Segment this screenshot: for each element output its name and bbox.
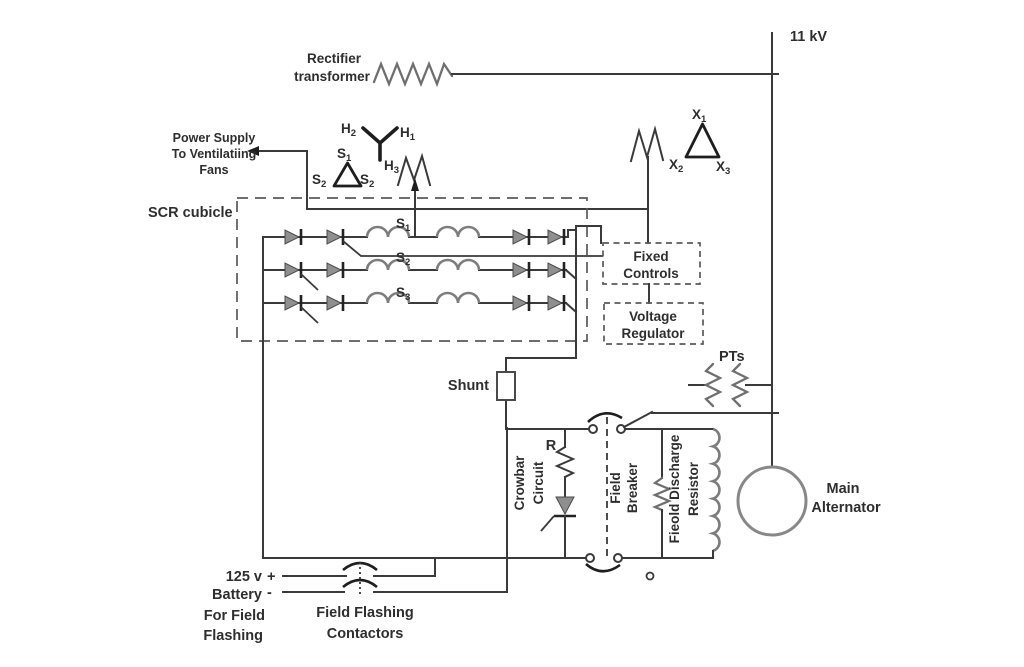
alternator-label-1: Main — [826, 481, 859, 497]
scr-icon — [512, 295, 529, 311]
main-alternator: Main Alternator — [736, 465, 881, 537]
s-delta-left-label: S2 — [312, 172, 326, 190]
scr-bridge-row-3: S3 — [262, 285, 578, 324]
rectifier-transformer: Rectifier transformer — [294, 51, 779, 88]
scr-icon — [326, 262, 343, 278]
delta-s-winding-symbol: S1 S2 S2 — [312, 146, 374, 190]
crowbar-circuit: R Crowbar Circuit — [512, 428, 576, 559]
transformer-winding-symbol — [372, 60, 454, 88]
field-discharge-resistor: Fieold Discharge Resistor — [652, 428, 701, 559]
delta-x-winding-symbol: X1 X2 X3 — [629, 107, 730, 244]
scr-icon — [512, 229, 529, 245]
shunt-symbol — [496, 371, 516, 401]
rectifier-transformer-label-1: Rectifier — [307, 51, 362, 66]
crowbar-label-1: Crowbar — [512, 455, 527, 511]
s-delta-top-label: S1 — [337, 146, 352, 164]
contactors-label-2: Contactors — [327, 626, 404, 642]
scr-icon — [547, 229, 564, 245]
scr-icon — [284, 295, 301, 311]
battery-plus: + — [267, 569, 275, 585]
fixed-controls-box: Fixed Controls — [602, 242, 701, 285]
fans-label-2: To Ventilatiing — [172, 147, 257, 161]
scr-icon — [512, 262, 529, 278]
x2-label: X2 — [669, 157, 683, 175]
arrow-up-icon — [411, 178, 419, 191]
voltage-regulator-label-1: Voltage — [629, 309, 677, 324]
bus-11kv: 11 kV — [771, 29, 827, 468]
field-winding-coil — [708, 427, 721, 559]
h1-label: H1 — [400, 125, 416, 143]
contactors-label-1: Field Flashing — [316, 605, 413, 621]
battery-label-3: For Field — [204, 608, 265, 624]
battery-label-1: 125 v — [226, 569, 262, 585]
fixed-controls-label-1: Fixed — [633, 249, 668, 264]
alternator-label-2: Alternator — [811, 500, 881, 516]
dc-loop-wiring — [262, 427, 714, 593]
breaker-contact — [588, 424, 598, 434]
h2-label: H2 — [341, 121, 356, 139]
breaker-aux-contact — [645, 571, 655, 581]
breaker-contact — [585, 553, 595, 563]
battery-minus: - — [267, 585, 272, 601]
shunt-label: Shunt — [448, 378, 489, 394]
scr-bridge-row-1: S1 — [262, 216, 603, 257]
bridge-s2-label: S2 — [396, 250, 410, 268]
scr-icon — [326, 295, 343, 311]
fixed-controls-label-2: Controls — [623, 266, 679, 281]
battery-field-flashing: 125 v + Battery - For Field Flashing Fie… — [203, 561, 508, 644]
field-breaker-label-2: Breaker — [625, 462, 640, 513]
x1-label: X1 — [692, 107, 707, 125]
h3-label: H3 — [384, 158, 399, 176]
crowbar-r-label: R — [546, 438, 557, 454]
bridge-s1-label: S1 — [396, 216, 411, 234]
field-breaker-label-1: Field — [608, 472, 623, 504]
wye-winding-symbol: H2 H1 H3 — [341, 121, 416, 176]
field-breaker: Field Breaker — [585, 410, 779, 581]
fans-label-1: Power Supply — [173, 131, 256, 145]
scr-cubicle: SCR cubicle S1 — [148, 197, 603, 559]
pts: PTs — [688, 349, 773, 408]
scr-icon — [284, 229, 301, 245]
battery-label-4: Flashing — [203, 628, 263, 644]
secondary-winding-tap — [396, 152, 432, 238]
pts-label: PTs — [719, 349, 745, 365]
voltage-regulator-label-2: Regulator — [621, 326, 685, 341]
battery-label-2: Battery — [212, 587, 262, 603]
voltage-regulator-box: Voltage Regulator — [603, 302, 704, 345]
shunt: Shunt — [448, 357, 577, 429]
breaker-contact — [613, 553, 623, 563]
field-discharge-label-2: Resistor — [686, 461, 701, 516]
field-discharge-label-1: Fieold Discharge — [667, 434, 682, 543]
s-delta-right-label: S2 — [360, 172, 374, 190]
crowbar-label-2: Circuit — [531, 461, 546, 504]
arrow-left-icon — [247, 146, 259, 156]
fans-label-3: Fans — [199, 163, 228, 177]
x3-label: X3 — [716, 159, 730, 177]
scr-icon — [284, 262, 301, 278]
scr-cubicle-label: SCR cubicle — [148, 205, 233, 221]
scr-icon — [547, 262, 564, 278]
scr-icon — [547, 295, 564, 311]
alternator-symbol — [736, 465, 808, 537]
ventilating-fans-feed: Power Supply To Ventilatiing Fans — [172, 131, 308, 210]
bus-voltage-label: 11 kV — [790, 29, 827, 45]
thyristor-icon — [555, 496, 575, 516]
scr-bridge-row-2: S2 — [262, 250, 578, 291]
bridge-s3-label: S3 — [396, 285, 410, 303]
scr-icon — [326, 229, 343, 245]
rectifier-transformer-label-2: transformer — [294, 69, 371, 84]
